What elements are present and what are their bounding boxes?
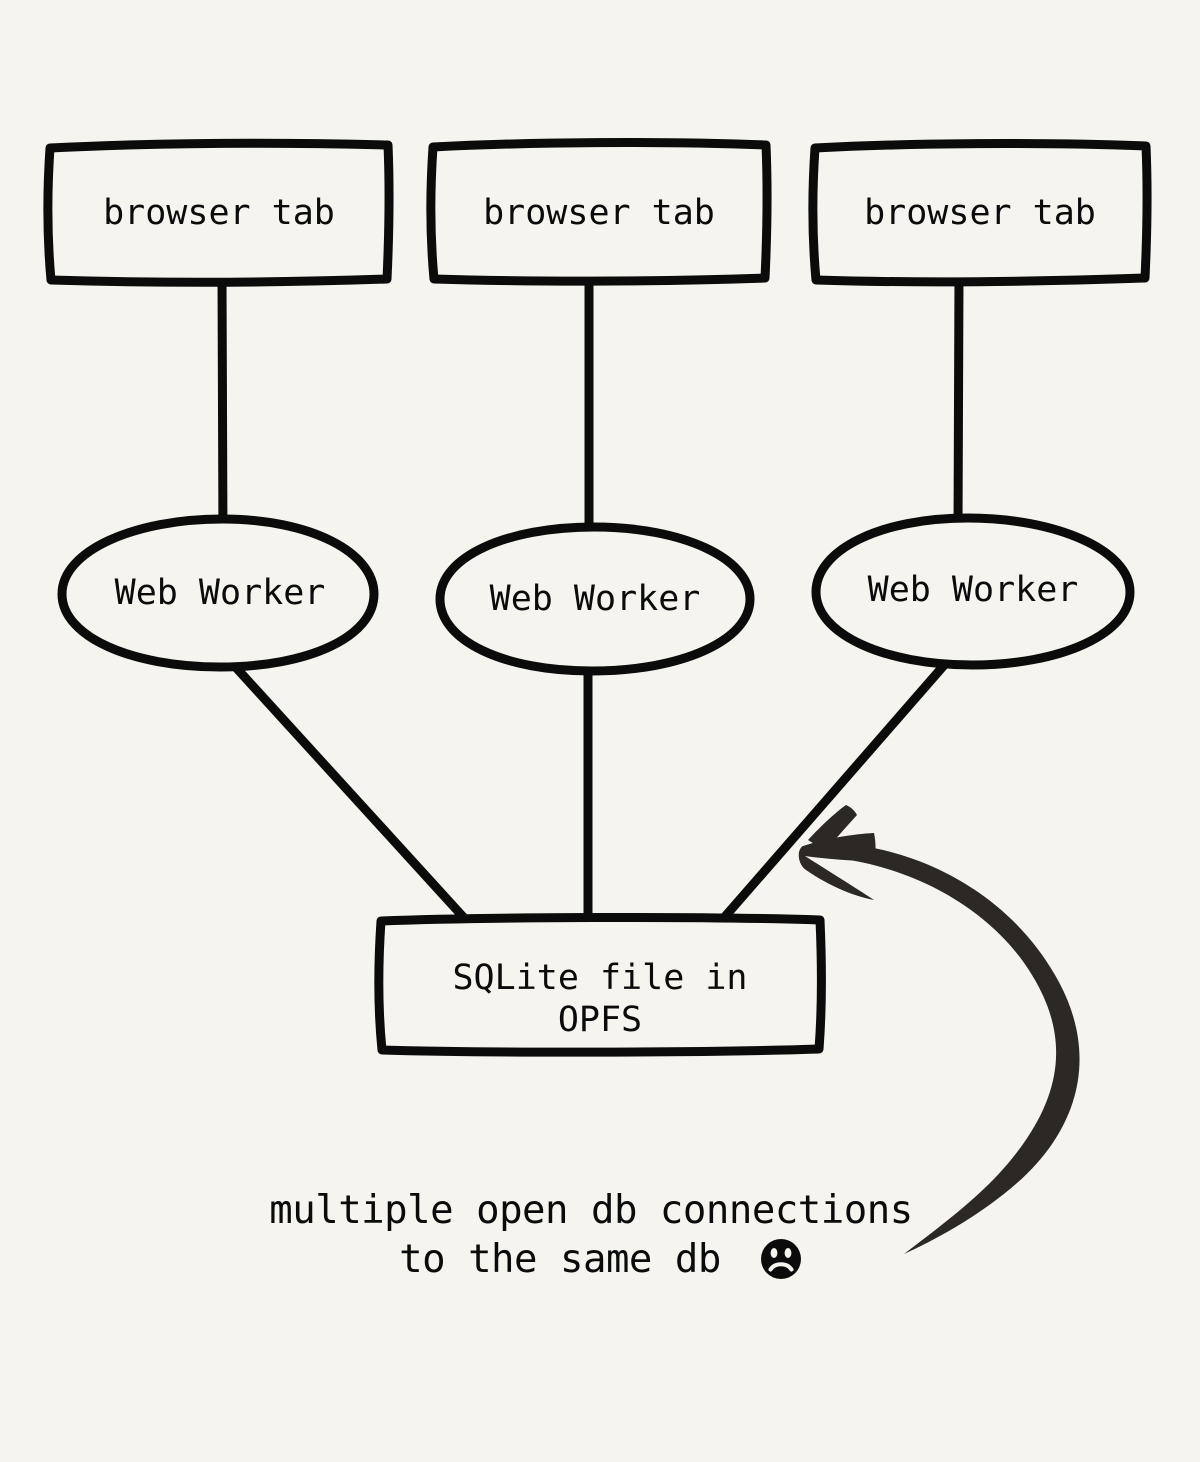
arrow-head-upper-barb [808, 805, 857, 851]
tab-box-2 [426, 138, 772, 286]
tab-label-1: browser tab [103, 193, 335, 233]
tab-label-3: browser tab [864, 193, 1096, 233]
connector-tab3-worker3 [953, 275, 964, 531]
annotation-arrow [798, 805, 1080, 1254]
store-label-line1: SQLite file in [452, 958, 747, 998]
worker-ellipse-2 [435, 522, 755, 676]
connector-worker1-store [226, 657, 470, 924]
worker-label-3: Web Worker [868, 570, 1079, 610]
store-label-line2: OPFS [558, 1000, 642, 1040]
tab-node-2[interactable]: browser tab [426, 138, 772, 286]
worker-node-2[interactable]: Web Worker [435, 522, 755, 676]
connector-worker3-store [718, 660, 950, 923]
tab-node-3[interactable]: browser tab [808, 139, 1152, 287]
tab-box-3 [808, 139, 1152, 287]
store-node[interactable]: SQLite file in OPFS [374, 912, 826, 1057]
connector-group [217, 275, 964, 924]
arrow-head [798, 833, 876, 900]
frowning-face-icon [761, 1239, 801, 1279]
connector-tab1-worker1 [217, 275, 228, 546]
tab-node-1[interactable]: browser tab [43, 138, 394, 287]
worker-label-1: Web Worker [115, 573, 326, 613]
caption-line-1: multiple open db connections [269, 1188, 912, 1233]
store-box [374, 912, 826, 1057]
worker-node-3[interactable]: Web Worker [811, 513, 1135, 670]
tab-label-2: browser tab [483, 193, 715, 233]
annotation-caption: multiple open db connections to the same… [269, 1188, 913, 1282]
tab-box-1 [43, 138, 394, 287]
worker-label-2: Web Worker [490, 579, 701, 619]
worker-ellipse-3 [811, 513, 1135, 670]
worker-ellipse-1 [57, 514, 379, 672]
caption-line-2: to the same db [399, 1237, 721, 1282]
arrow-curve-stroke [836, 843, 1080, 1254]
worker-node-1[interactable]: Web Worker [57, 514, 379, 672]
